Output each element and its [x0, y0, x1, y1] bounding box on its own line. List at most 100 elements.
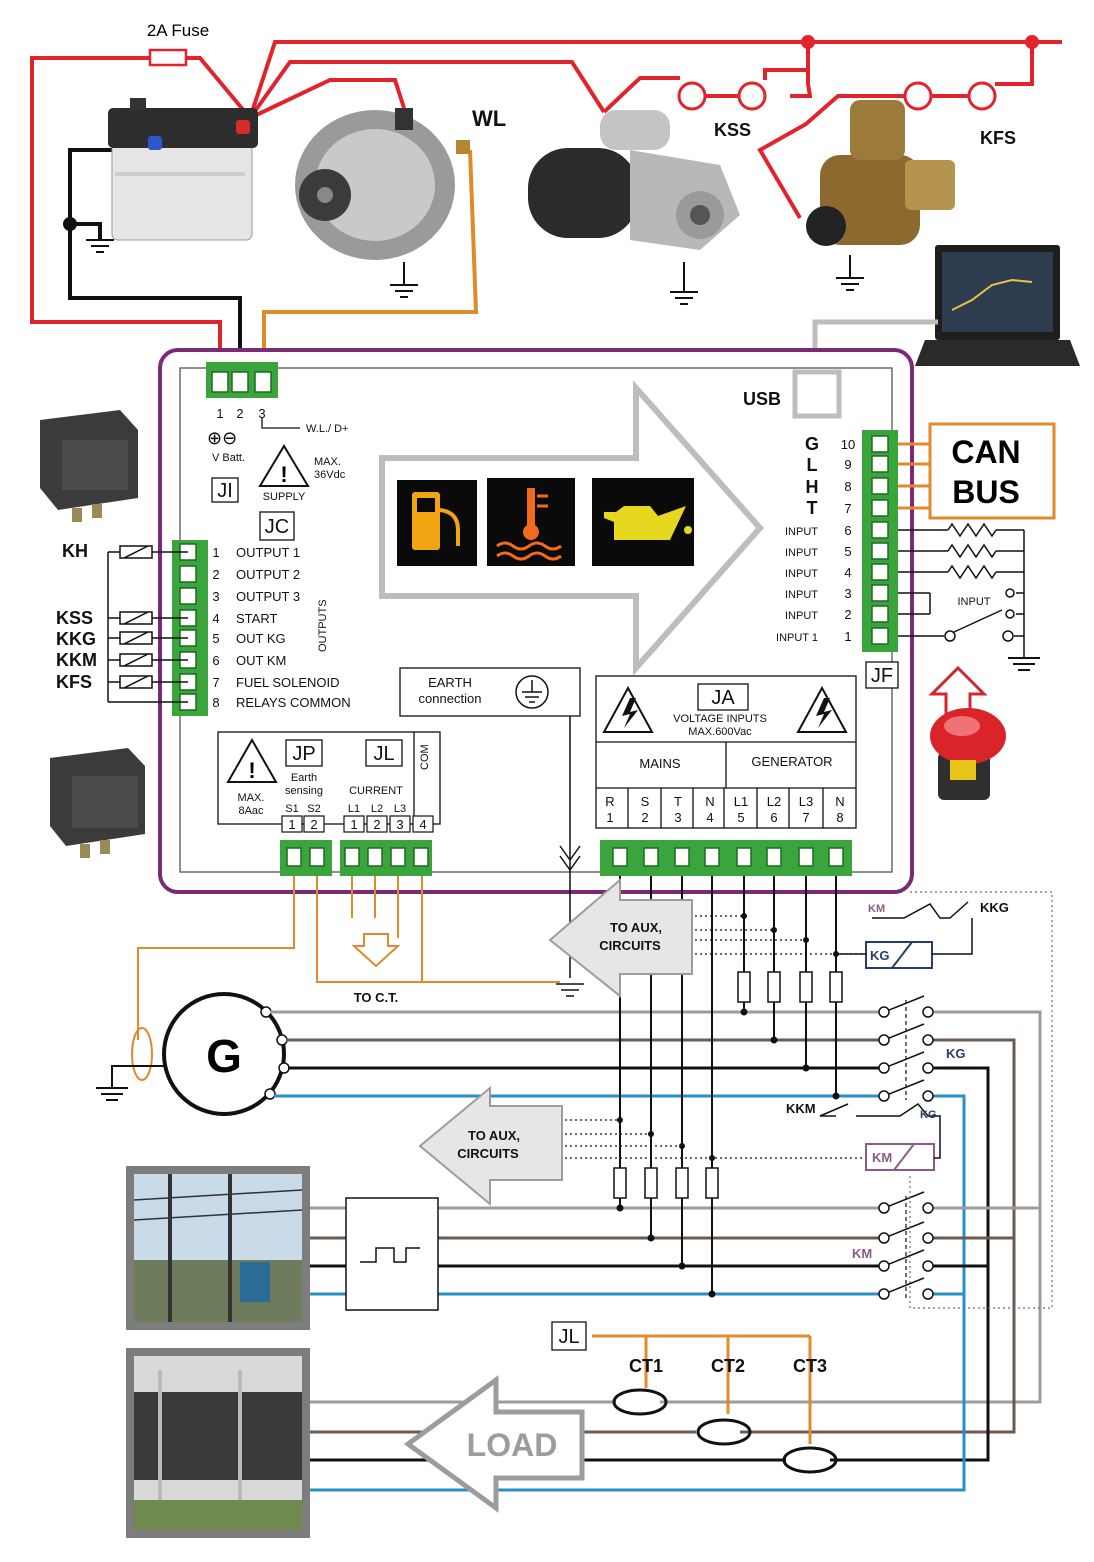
earth-label-1: EARTH: [428, 675, 472, 690]
km-coil-label: KM: [872, 1150, 892, 1165]
input-label: INPUT 1: [776, 632, 818, 644]
input-terminal-screw: [871, 435, 889, 453]
input-label: INPUT: [785, 547, 818, 559]
output-number: 2: [212, 567, 219, 582]
current-term-cell: [366, 815, 388, 833]
kfs-label: KFS: [980, 128, 1016, 148]
current-term-name: S2: [307, 803, 320, 815]
input-number: 3: [844, 586, 851, 601]
current-term-name: L3: [394, 803, 406, 815]
generator-g-label: G: [206, 1030, 242, 1082]
ct2-label: CT2: [711, 1356, 745, 1376]
svg-text:!: !: [280, 462, 287, 487]
battery-icon: [108, 98, 258, 241]
ja-terminal-screw: [704, 847, 720, 867]
sense-dots: [616, 913, 840, 1298]
earth-sensing-2: sensing: [285, 785, 323, 797]
jc-box: [259, 511, 295, 541]
ja-term-name: R: [605, 794, 614, 809]
ja-terminal-block: [600, 840, 852, 876]
current-term-name: L2: [371, 803, 383, 815]
input-terminal-screw: [871, 521, 889, 539]
warning-icon-supply: !: [258, 444, 310, 487]
ja-terminal-screw: [828, 847, 844, 867]
input-number: 7: [844, 501, 851, 516]
current-term-num: 2: [310, 817, 317, 832]
ja-terminal-screw: [612, 847, 628, 867]
input-terminal-screw: [871, 563, 889, 581]
fuse-label: 2A Fuse: [147, 21, 209, 40]
plus-minus-symbols: ⊕⊖: [207, 428, 237, 448]
kss-contact: [677, 81, 767, 111]
jf-box: [865, 661, 899, 689]
jp-box: [285, 739, 323, 767]
output-label: OUTPUT 1: [236, 545, 300, 560]
output-number: 6: [212, 653, 219, 668]
current-term-cell: [412, 815, 434, 833]
can-bus-box: [928, 422, 1056, 520]
input-rows: 109876INPUT5INPUT4INPUT3INPUT2INPUT1INPU…: [776, 435, 889, 645]
earth-symbol-icon: [515, 675, 549, 709]
input-number: 9: [844, 457, 851, 472]
output-number: 7: [212, 675, 219, 690]
jp-jl-terminal-block: [280, 840, 432, 876]
supply-terminal-block: [206, 362, 278, 398]
output-label: OUT KM: [236, 653, 286, 668]
earth-label-2: connection: [419, 691, 482, 706]
km-coil: [865, 1143, 935, 1171]
generator-sense-lines: [743, 876, 837, 1096]
ground-icon-solenoid: [836, 255, 864, 291]
jp-label: JP: [292, 743, 315, 765]
generator-label: GENERATOR: [751, 754, 832, 769]
current-term-num: 3: [396, 817, 403, 832]
laptop-icon: [915, 245, 1080, 366]
relay-icon-bottom: [50, 748, 145, 858]
voltage-inputs-label: VOLTAGE INPUTS: [673, 713, 767, 725]
current-term-name: L1: [348, 803, 360, 815]
output-number: 1: [212, 545, 219, 560]
fuse: 2A Fuse: [147, 21, 209, 67]
kg-contacts: [878, 995, 934, 1102]
input-wiring: [898, 522, 1025, 658]
ja-term-name: L1: [734, 794, 748, 809]
warning-icon-current: !: [226, 737, 278, 783]
ja-term-name: L2: [767, 794, 781, 809]
to-aux-upper-2: CIRCUITS: [599, 938, 661, 953]
coolant-warning-icon: [487, 478, 575, 566]
ja-term-num: 7: [802, 810, 809, 825]
input-terminal-screw: [871, 477, 889, 495]
ct-bus: [592, 1334, 812, 1444]
fuel-warning-icon: [397, 480, 477, 566]
emergency-stop-icon: [930, 708, 1006, 800]
sense-fuses: [613, 971, 843, 1199]
output-label: FUEL SOLENOID: [236, 675, 340, 690]
ja-terminal-screw: [736, 847, 752, 867]
ja-term-num: 2: [641, 810, 648, 825]
can-wiring: [898, 442, 930, 510]
generator-terminals: [260, 1006, 290, 1100]
ground-icon-inputs: [1008, 657, 1040, 671]
output-label: RELAYS COMMON: [236, 695, 351, 710]
kfs-contact: [903, 81, 997, 111]
kkm-label: KKM: [786, 1101, 816, 1116]
generator-circle: [162, 992, 286, 1116]
output-terminal-screw: [179, 587, 197, 605]
relay-coils: [119, 545, 153, 689]
output-number: 5: [212, 631, 219, 646]
ja-screws: [612, 847, 844, 867]
load-arrow: [403, 1375, 585, 1513]
input-number: 5: [844, 544, 851, 559]
bus-label: BUS: [952, 474, 1020, 510]
output-number: 4: [212, 611, 219, 626]
input-switch-contacts: [944, 588, 1015, 642]
input-number: 1: [844, 629, 851, 644]
starter-motor-icon: [528, 110, 740, 250]
ground-icon-starter: [670, 262, 698, 305]
output-label: START: [236, 611, 277, 626]
can-letter: G: [805, 434, 819, 454]
max600-label: MAX.600Vac: [688, 726, 752, 738]
input-label: INPUT: [785, 568, 818, 580]
